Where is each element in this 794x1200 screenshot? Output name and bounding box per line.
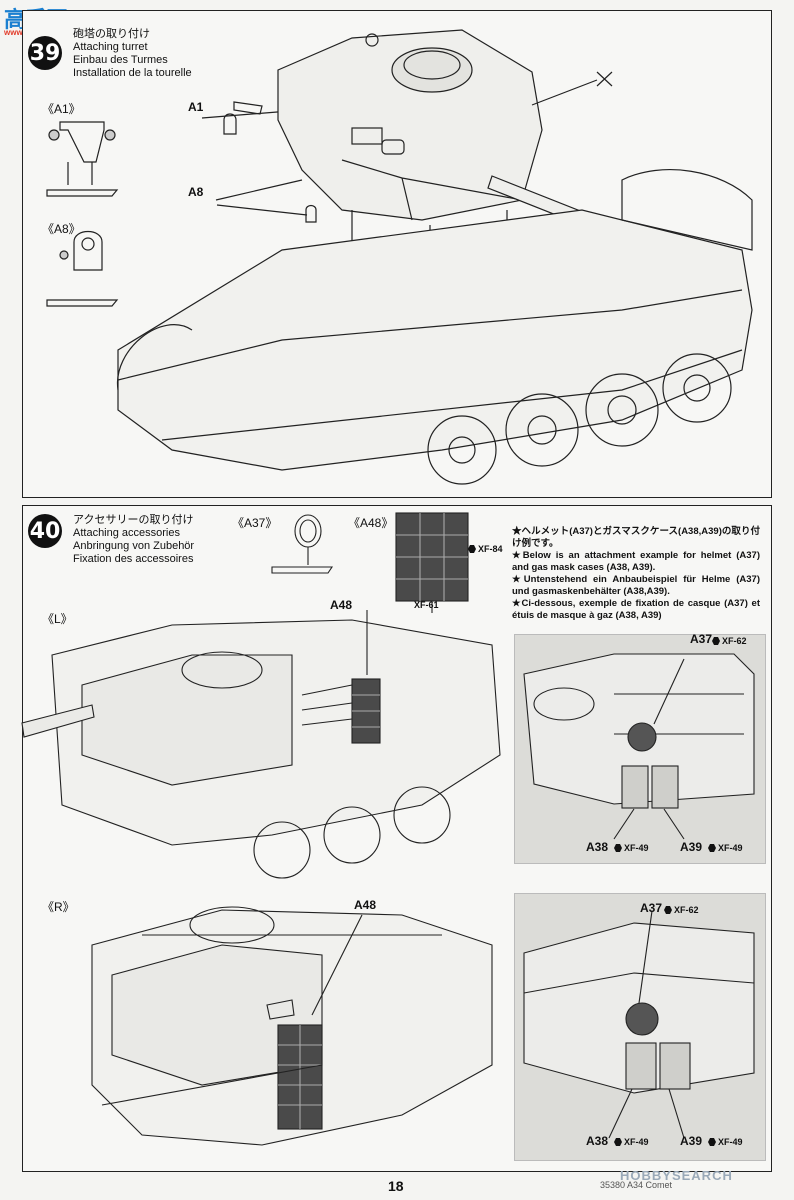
inset2-a39-paint: XF-49 bbox=[708, 1137, 743, 1147]
view-right-label: 《R》 bbox=[42, 900, 75, 914]
note-en: ★Below is an attachment example for helm… bbox=[512, 550, 760, 573]
part-a8-header: 《A8》 bbox=[42, 222, 81, 236]
step-39-title-fr: Installation de la tourelle bbox=[73, 67, 192, 79]
paint-hex-icon bbox=[614, 844, 622, 852]
step-40-number: 40 bbox=[28, 514, 62, 548]
callout-a48-left: A48 bbox=[330, 598, 353, 612]
part-a37-header: 《A37》 bbox=[232, 516, 278, 530]
callout-a48-right: A48 bbox=[354, 898, 377, 912]
inset2-a38: A38 bbox=[586, 1134, 609, 1148]
view-left-label: 《L》 bbox=[42, 612, 73, 626]
step-40-title-en: Attaching accessories bbox=[73, 527, 180, 539]
step-39-title-jp: 砲塔の取り付け bbox=[73, 28, 150, 40]
inset1-a37-paint: XF-62 bbox=[712, 636, 747, 646]
inset2-a38-paint: XF-49 bbox=[614, 1137, 649, 1147]
inset1-a39: A39 bbox=[680, 840, 703, 854]
footer-code: 35380 A34 Comet bbox=[600, 1180, 673, 1190]
inset-1-illustration bbox=[523, 653, 755, 840]
paint-hex-icon bbox=[468, 545, 476, 553]
note-fr: ★Ci-dessous, exemple de fixation de casq… bbox=[512, 598, 760, 621]
watermark-hobbysearch: HOBBYSEARCH bbox=[620, 1168, 733, 1183]
inset2-a37-paint: XF-62 bbox=[664, 905, 699, 915]
inset1-a39-paint: XF-49 bbox=[708, 843, 743, 853]
paint-hex-icon bbox=[708, 844, 716, 852]
step-40-title-de: Anbringung von Zubehör bbox=[73, 540, 195, 552]
paint-hex-icon bbox=[614, 1138, 622, 1146]
paint-hex-icon bbox=[712, 637, 720, 645]
paint-hex-icon bbox=[664, 906, 672, 914]
inset1-a38: A38 bbox=[586, 840, 609, 854]
page-number: 18 bbox=[388, 1178, 404, 1194]
inset1-a38-paint: XF-49 bbox=[614, 843, 649, 853]
step-39-illustration bbox=[46, 29, 753, 485]
note-jp: ★ヘルメット(A37)とガスマスクケース(A38,A39)の取り付け例です。 bbox=[512, 526, 760, 549]
note-de: ★Untenstehend ein Anbaubeispiel für Helm… bbox=[512, 574, 760, 597]
inset2-a39: A39 bbox=[680, 1134, 703, 1148]
paint-xf84: XF-84 bbox=[468, 544, 503, 554]
paint-xf61: XF-61 bbox=[414, 600, 439, 610]
step-40-title-fr: Fixation des accessoires bbox=[73, 553, 194, 565]
paint-hex-icon bbox=[708, 1138, 716, 1146]
callout-a1: A1 bbox=[188, 100, 204, 114]
inset-2-illustration bbox=[523, 910, 755, 1139]
inset2-a37: A37 bbox=[640, 901, 663, 915]
step-40-illustration bbox=[21, 512, 501, 1146]
step-39-title-en: Attaching turret bbox=[73, 41, 148, 53]
attachment-note: ★ヘルメット(A37)とガスマスクケース(A38,A39)の取り付け例です。 ★… bbox=[512, 526, 760, 622]
inset1-a37: A37 bbox=[690, 632, 713, 646]
part-a48-header: 《A48》 bbox=[348, 516, 394, 530]
callout-a8: A8 bbox=[188, 185, 204, 199]
step-39-title-de: Einbau des Turmes bbox=[73, 54, 168, 66]
step-39-number: 39 bbox=[28, 36, 62, 70]
part-a1-header: 《A1》 bbox=[42, 102, 81, 116]
step-40-title-jp: アクセサリーの取り付け bbox=[73, 514, 194, 526]
